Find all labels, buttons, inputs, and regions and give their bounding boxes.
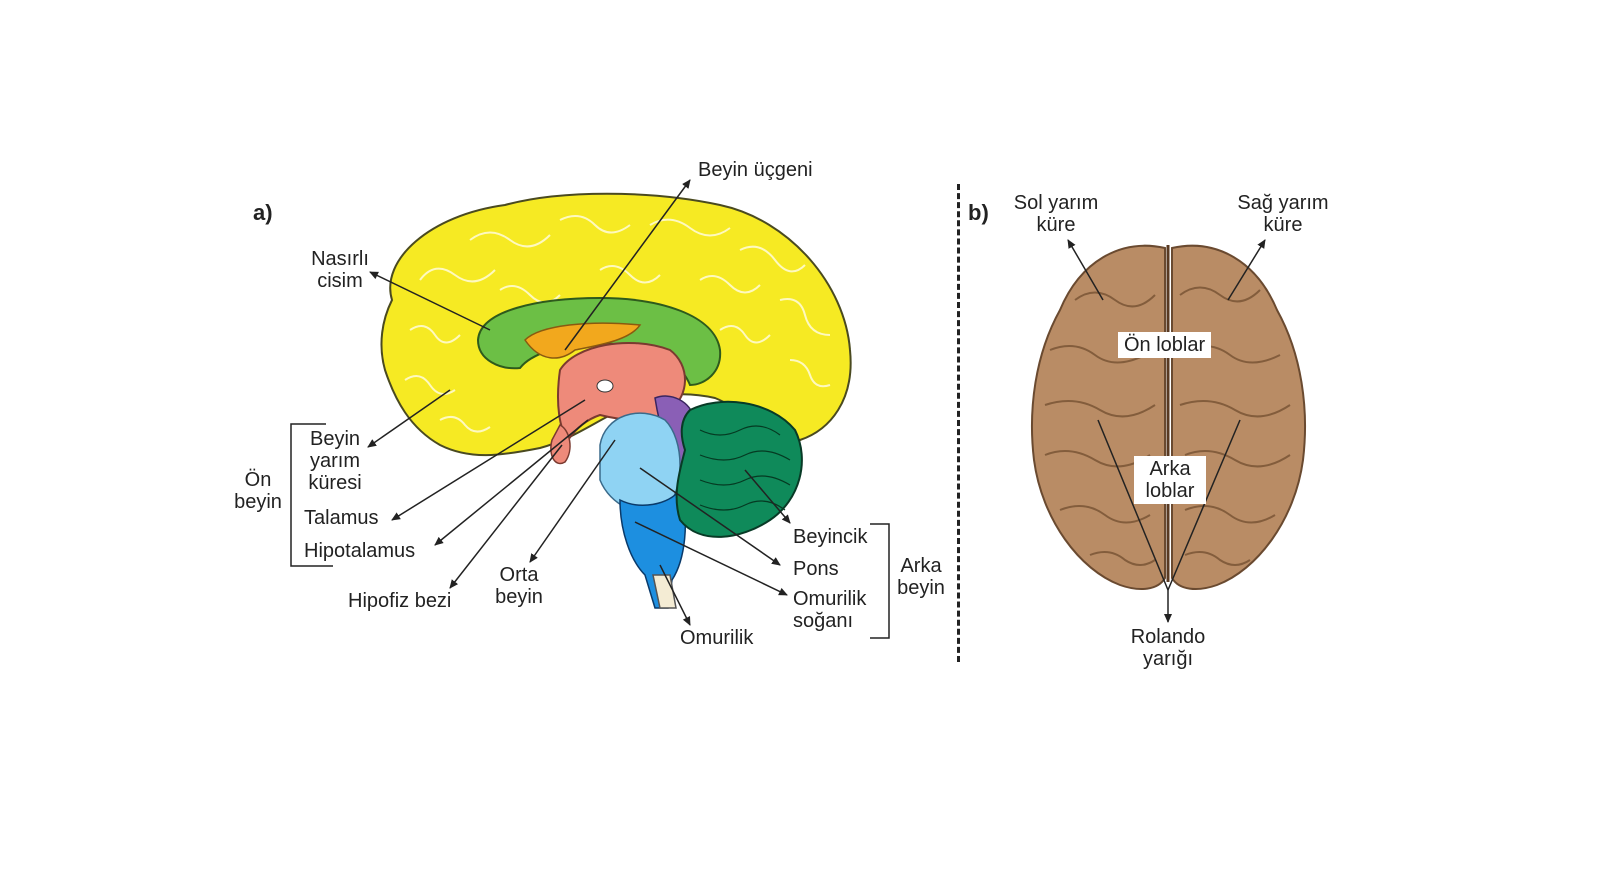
top-gyri <box>1044 286 1291 566</box>
arka-loblar-label: Arka loblar <box>1134 456 1206 504</box>
sagittal-brain <box>380 192 852 609</box>
cerebellum-folia <box>699 425 791 511</box>
left-hemisphere-shape <box>1030 244 1166 591</box>
talamus-label: Talamus <box>304 507 379 529</box>
medulla-shape <box>619 488 686 609</box>
pons-shape <box>599 412 681 514</box>
beyincik-label: Beyincik <box>793 526 868 548</box>
panel-a-label: a) <box>253 200 273 225</box>
hipotalamus-label: Hipotalamus <box>304 540 416 562</box>
arka-beyin-bracket <box>870 523 890 639</box>
nasirli-cisim-label: Nasırlı cisim <box>311 248 369 292</box>
on-beyin-label: Ön beyin <box>234 469 282 513</box>
omurilik-sogani-label: Omurilik soğanı <box>793 588 867 632</box>
sol-yarim-kure-label: Sol yarım küre <box>1013 192 1099 236</box>
sag-yarim-kure-label: Sağ yarım küre <box>1237 192 1329 236</box>
pineal-spot <box>596 379 614 393</box>
omurilik-label: Omurilik <box>680 627 754 649</box>
panel-b-leaders <box>1067 239 1266 623</box>
right-hemisphere-shape <box>1171 244 1307 591</box>
panel-separator <box>957 184 960 662</box>
on-loblar-label: Ön loblar <box>1118 332 1212 358</box>
arka-beyin-label: Arka beyin <box>897 555 945 599</box>
on-beyin-bracket <box>290 423 333 567</box>
beyin-ucgeni-label: Beyin üçgeni <box>698 159 813 181</box>
gyri-lines <box>404 215 831 433</box>
top-brain <box>1030 244 1307 591</box>
beyin-yarim-kuresi-label: Beyin yarım küresi <box>308 428 362 494</box>
panel-b-label: b) <box>968 200 989 225</box>
rolando-yarigi-label: Rolando yarığı <box>1130 626 1206 670</box>
fornix-shape <box>524 322 642 359</box>
hipofiz-bezi-label: Hipofiz bezi <box>348 590 452 612</box>
panel-a-leaders <box>367 179 791 626</box>
cerebellum-shape <box>675 400 803 538</box>
pons-label: Pons <box>793 558 839 580</box>
orta-beyin-label: Orta beyin <box>495 564 543 608</box>
